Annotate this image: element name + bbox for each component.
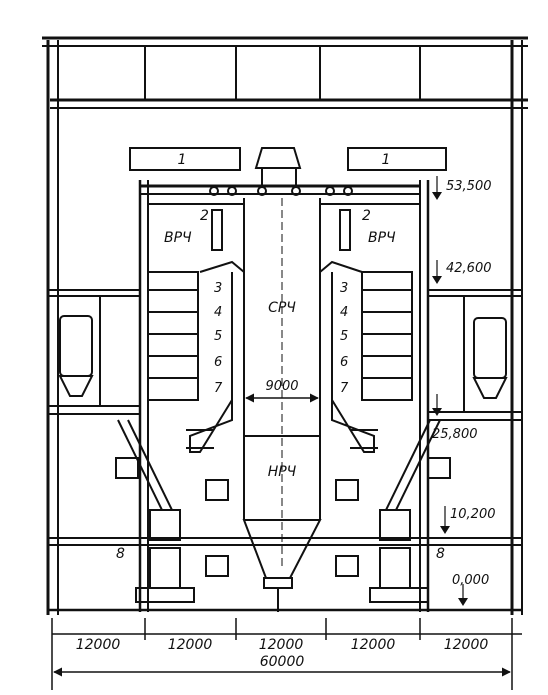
section-middle: СРЧ xyxy=(268,300,296,316)
bay-dimension: 12000 xyxy=(351,637,396,653)
heater-tag-left: 2 xyxy=(200,208,209,224)
bay-dimension-chain: 12000 12000 12000 12000 12000 60000 xyxy=(51,618,522,690)
bay-dimension: 12000 xyxy=(259,637,304,653)
right-bunker xyxy=(463,296,508,412)
stage-tag-left: 5 xyxy=(214,329,222,344)
stage-tag-right: 3 xyxy=(340,281,348,296)
section-upper-left: ВРЧ xyxy=(164,230,192,246)
boiler-central-shaft xyxy=(242,198,322,612)
bay-dimension: 12000 xyxy=(168,637,213,653)
elevation-label: 25,800 xyxy=(432,427,478,442)
total-width-dimension: 60000 xyxy=(260,654,305,670)
mill-tag-right: 8 xyxy=(436,546,445,562)
stage-tag-right: 4 xyxy=(340,305,348,320)
heater-tag-right: 2 xyxy=(362,208,371,224)
inner-width-label: 9000 xyxy=(265,379,298,394)
stage-tag-right: 6 xyxy=(340,355,348,370)
stage-tag-left: 3 xyxy=(214,281,222,296)
elevation-label: 0,000 xyxy=(452,573,489,588)
stage-tag-left: 6 xyxy=(214,355,222,370)
roof-structures xyxy=(129,147,447,196)
left-bunker xyxy=(58,296,101,406)
building-frame xyxy=(42,36,528,615)
stage-tag-left: 4 xyxy=(214,305,222,320)
mill-tag-left: 8 xyxy=(116,546,125,562)
stage-tag-left: 7 xyxy=(214,381,223,396)
stage-tag-right: 5 xyxy=(340,329,348,344)
left-convective-pass xyxy=(147,203,245,577)
roof-tag-right: 1 xyxy=(382,152,391,168)
right-coal-mill xyxy=(369,419,451,603)
section-upper-right: ВРЧ xyxy=(368,230,396,246)
inner-width-dimension: 9000 xyxy=(245,379,319,403)
section-lower: НРЧ xyxy=(268,464,297,480)
right-convective-pass xyxy=(319,203,420,577)
bay-dimension: 12000 xyxy=(444,637,489,653)
elevation-label: 53,500 xyxy=(446,179,492,194)
stage-tag-right: 7 xyxy=(340,381,349,396)
elevation-label: 42,600 xyxy=(446,261,492,276)
roof-tag-left: 1 xyxy=(178,152,187,168)
bay-dimension: 12000 xyxy=(76,637,121,653)
elevation-marks: 53,500 42,600 25,800 10,200 0,000 xyxy=(432,176,496,606)
left-coal-mill xyxy=(115,419,195,603)
elevation-label: 10,200 xyxy=(450,507,496,522)
